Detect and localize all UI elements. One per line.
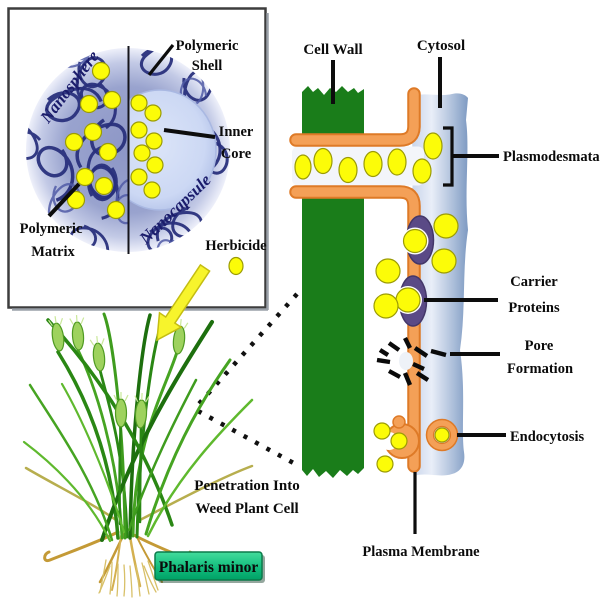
species-badge-label: Phalaris minor: [159, 559, 259, 576]
caption-line-1: Penetration Into: [194, 478, 299, 494]
cell-panel: Cell Wall Cytosol Plasmodesmata Carrier …: [289, 38, 600, 560]
herbicide-legend-dot: [228, 256, 244, 276]
label-inner-core-2: Core: [221, 146, 252, 162]
label-polymeric-matrix-2: Matrix: [31, 244, 75, 260]
label-polymeric-matrix-1: Polymeric: [20, 221, 83, 237]
caption: Penetration Into Weed Plant Cell: [194, 478, 299, 517]
nanoparticle-illustration: [26, 46, 230, 254]
label-polymeric-shell-1: Polymeric: [176, 38, 239, 54]
plasma-membrane-shape: [289, 87, 421, 473]
yellow-arrow: [156, 263, 211, 342]
matrix-herbicide-dots: [64, 61, 126, 220]
pore-formation-burst: [376, 337, 447, 386]
label-polymeric-shell-2: Shell: [192, 58, 223, 74]
leader-polymeric-shell: [147, 44, 175, 76]
label-cell-wall: Cell Wall: [303, 42, 362, 58]
species-badge: Phalaris minor: [154, 551, 265, 583]
label-plasma-membrane: Plasma Membrane: [362, 544, 480, 560]
label-inner-core-1: Inner: [219, 124, 254, 140]
carrier-protein-1: [401, 215, 435, 265]
species-badge-box: [154, 551, 263, 581]
label-cytosol: Cytosol: [417, 38, 465, 54]
dotted-line-lower: [196, 409, 301, 468]
herbicide-particles: [294, 132, 459, 473]
carrier-protein-2: [394, 275, 428, 327]
leader-inner-core: [163, 128, 216, 139]
leader-polymeric-matrix: [47, 182, 81, 218]
label-plasmodesmata: Plasmodesmata: [503, 149, 600, 165]
caption-line-2: Weed Plant Cell: [195, 501, 298, 517]
label-endocytosis: Endocytosis: [510, 429, 584, 445]
label-pore-formation-2: Formation: [507, 361, 573, 377]
label-carrier-proteins-2: Proteins: [508, 300, 560, 316]
label-carrier-proteins-1: Carrier: [510, 274, 558, 290]
plant-illustration: [22, 312, 254, 598]
label-herbicide: Herbicide: [205, 238, 267, 254]
label-pore-formation-1: Pore: [525, 338, 554, 354]
inset-panel: Nanosphere Nanocapsule Polymeric Shell I…: [7, 7, 269, 311]
endocytosis-vesicle: [425, 418, 459, 452]
root-hairs: [98, 559, 159, 598]
seed-heads: [48, 315, 189, 429]
core-herbicide-dots: [130, 94, 164, 199]
